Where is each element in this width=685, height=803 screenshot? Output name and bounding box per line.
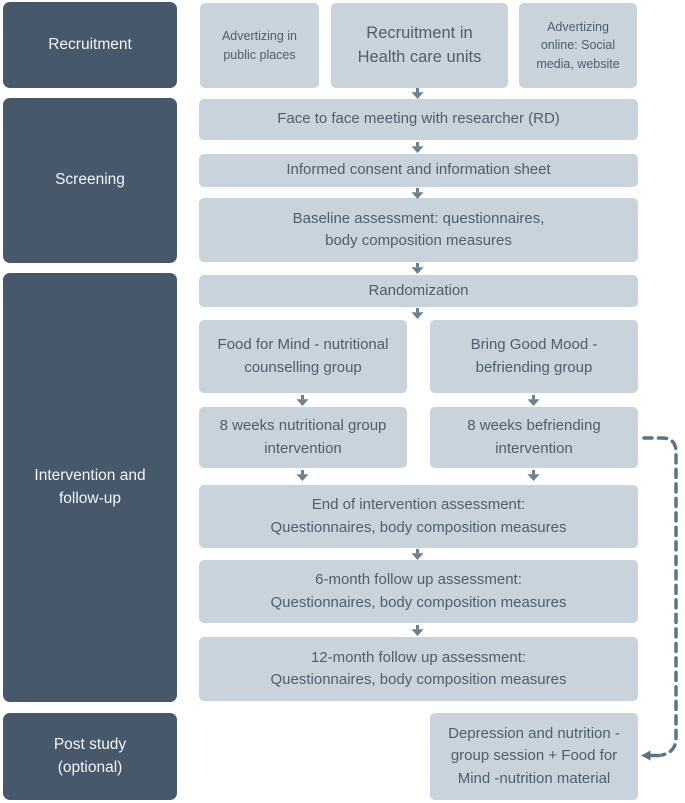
- node-bring-good-mood-group: Bring Good Mood - befriending group: [430, 320, 638, 393]
- arrow-down-icon: [296, 470, 309, 481]
- arrow-down-icon: [411, 142, 424, 153]
- stage-box-recruitment: Recruitment: [3, 2, 177, 88]
- node-6-month-follow-up-assessment: 6-month follow up assessment: Questionna…: [199, 560, 638, 623]
- arrow-down-icon: [411, 88, 424, 99]
- arrow-down-icon: [411, 308, 424, 319]
- node-8-weeks-befriending-intervention: 8 weeks befriending intervention: [430, 407, 638, 468]
- arrow-down-icon: [411, 625, 424, 636]
- arrow-down-icon: [527, 470, 540, 481]
- arrow-down-icon: [296, 395, 309, 406]
- node-8-weeks-nutritional-intervention: 8 weeks nutritional group intervention: [199, 407, 407, 468]
- node-advertizing-public-places: Advertizing in public places: [200, 3, 319, 88]
- node-recruitment-health-care-units: Recruitment in Health care units: [331, 3, 508, 88]
- node-post-study-session: Depression and nutrition - group session…: [430, 713, 638, 800]
- arrow-down-icon: [411, 263, 424, 274]
- stage-box-intervention-follow-up: Intervention and follow-up: [3, 273, 177, 702]
- stage-box-screening: Screening: [3, 98, 177, 263]
- node-end-of-intervention-assessment: End of intervention assessment: Question…: [199, 485, 638, 548]
- node-baseline-assessment: Baseline assessment: questionnaires, bod…: [199, 198, 638, 262]
- arrow-down-icon: [411, 188, 424, 199]
- node-face-to-face-meeting: Face to face meeting with researcher (RD…: [199, 99, 638, 140]
- node-informed-consent: Informed consent and information sheet: [199, 154, 638, 187]
- node-food-for-mind-group: Food for Mind - nutritional counselling …: [199, 320, 407, 393]
- arrow-down-icon: [527, 395, 540, 406]
- arrow-down-icon: [411, 549, 424, 560]
- node-12-month-follow-up-assessment: 12-month follow up assessment: Questionn…: [199, 637, 638, 701]
- node-advertizing-online: Advertizing online: Social media, websit…: [519, 3, 637, 88]
- node-randomization: Randomization: [199, 275, 638, 307]
- stage-box-post-study: Post study (optional): [3, 713, 177, 800]
